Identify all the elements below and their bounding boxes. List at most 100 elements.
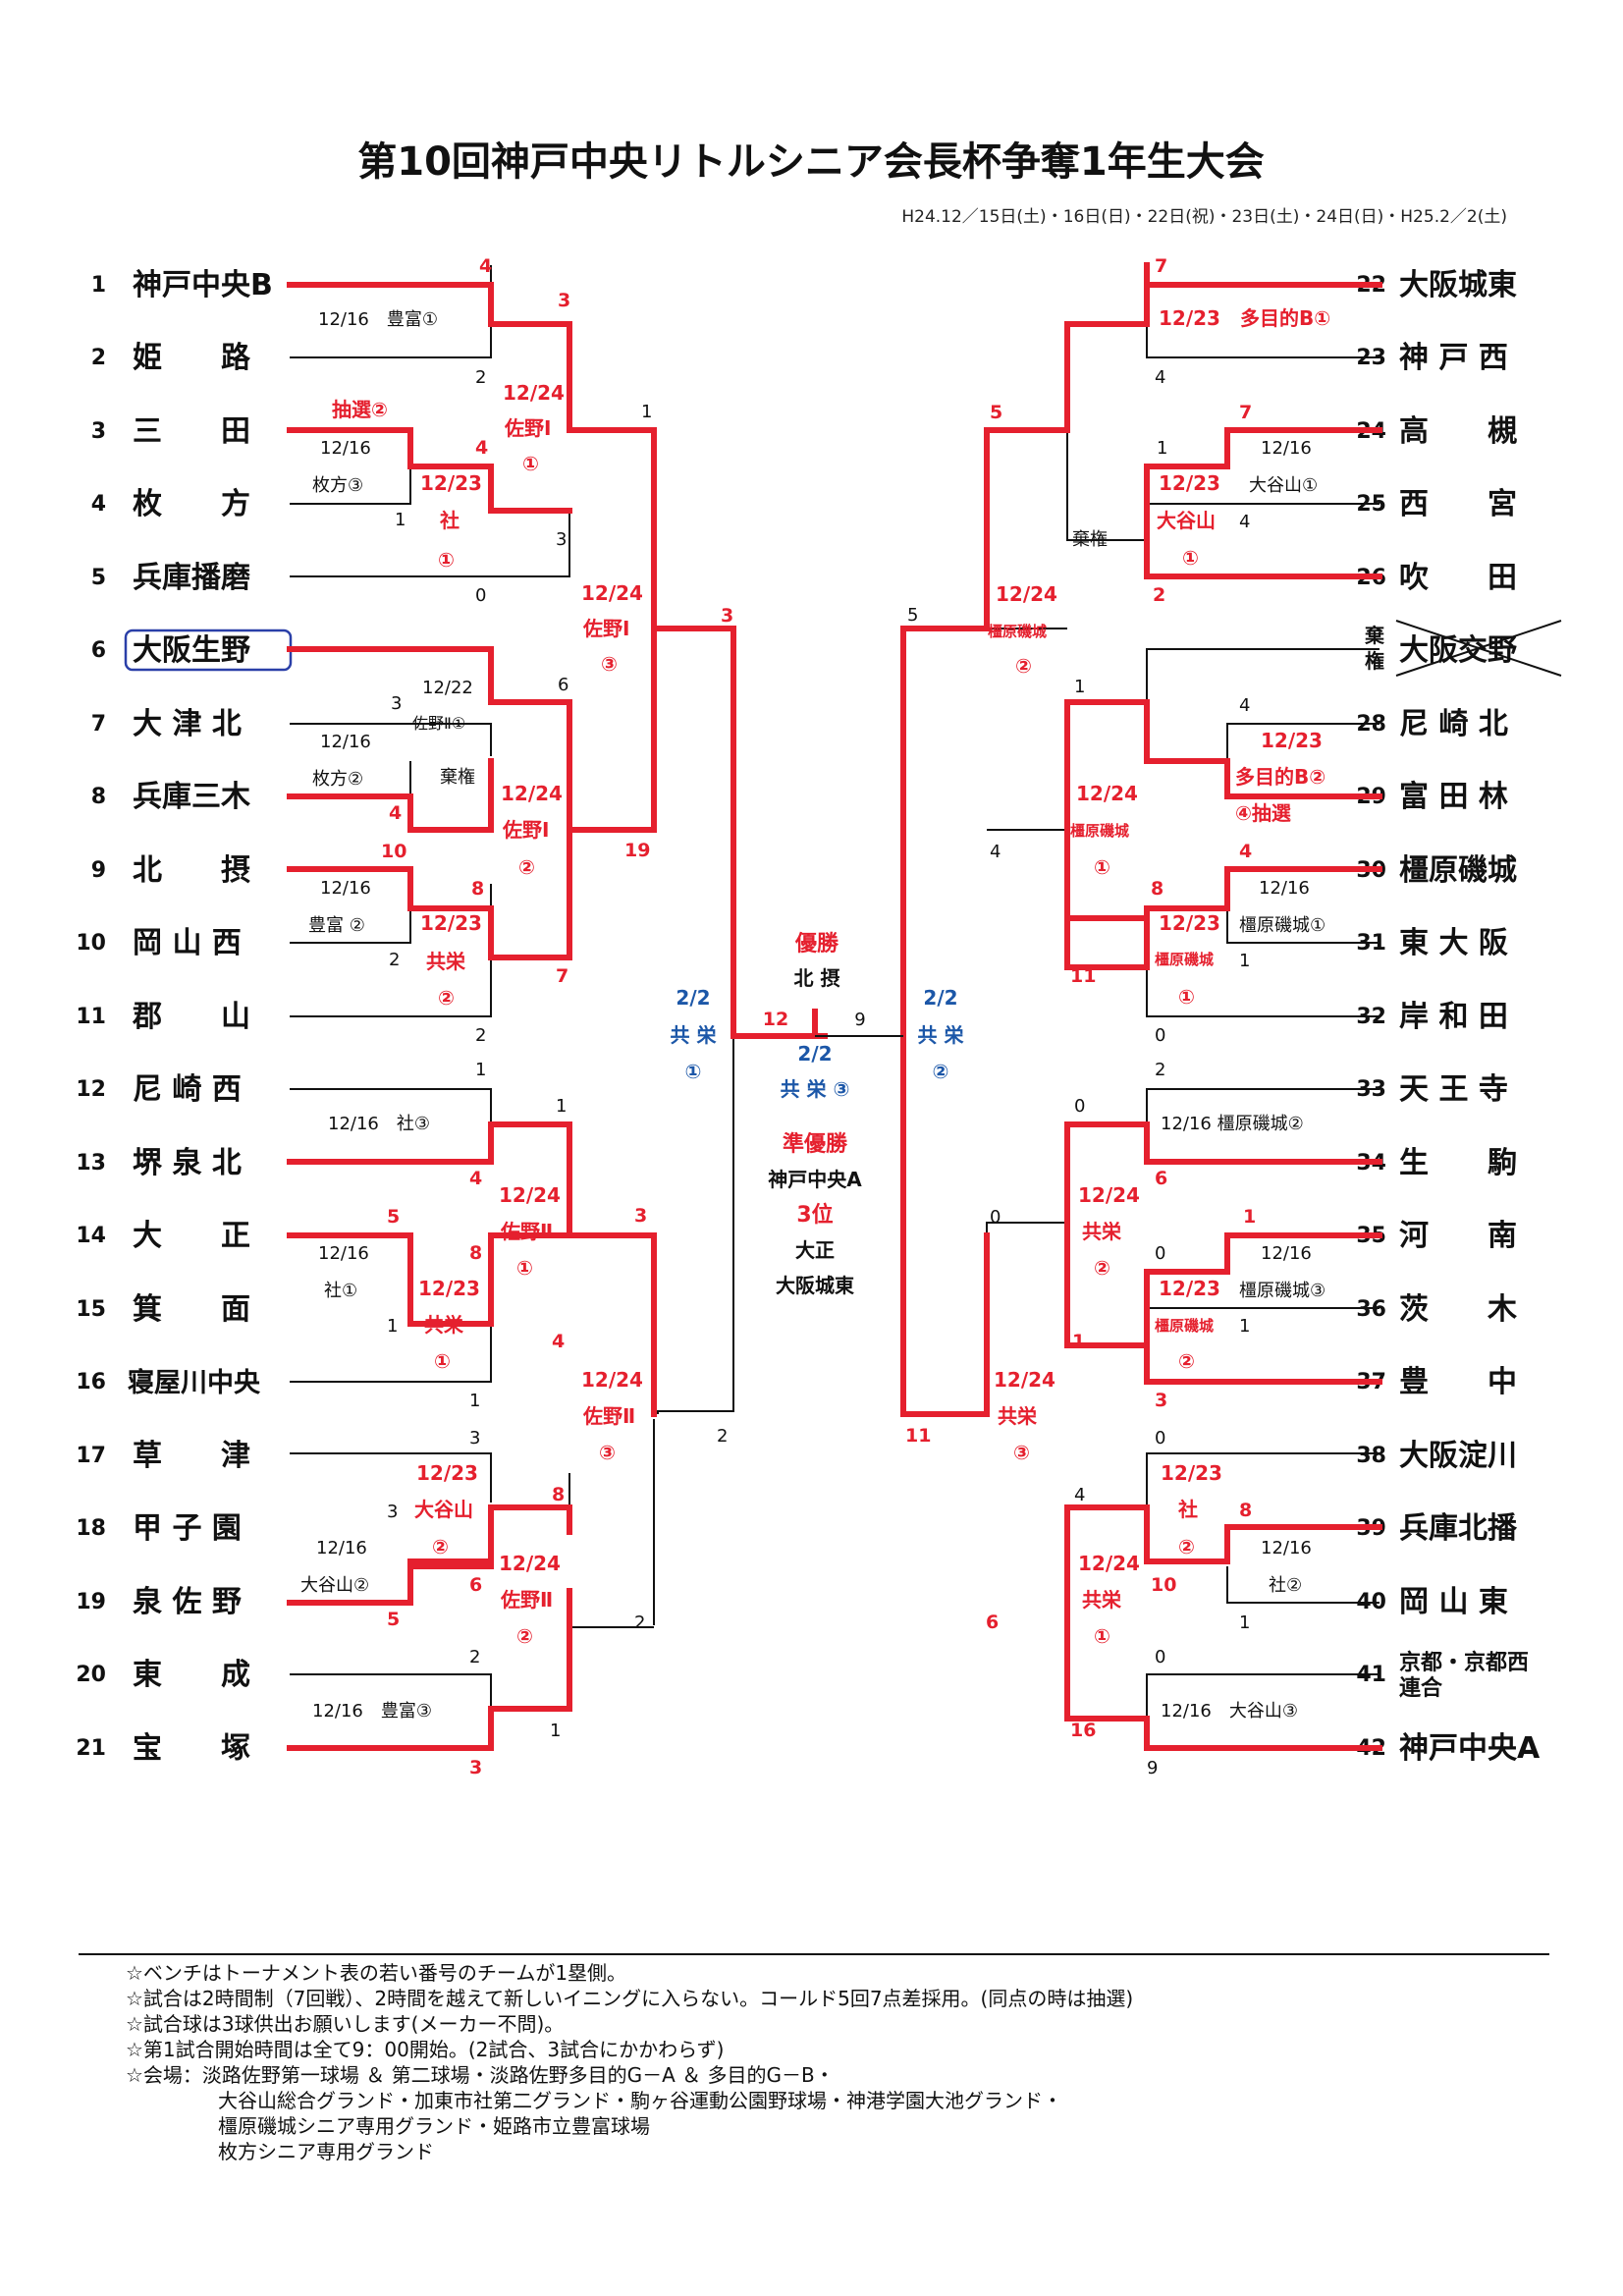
score: 5 — [907, 605, 918, 626]
win-path-1 — [287, 282, 828, 1039]
match-note: 12/24 — [581, 1368, 643, 1392]
match-note: 12/24 — [581, 581, 643, 605]
score: 7 — [1155, 255, 1167, 277]
team-name: 茨 木 — [1399, 1292, 1517, 1327]
score: 4 — [1074, 1485, 1085, 1505]
match-note: ② — [516, 1624, 533, 1648]
final-venue: 共 栄 ③ — [781, 1077, 850, 1101]
score: 11 — [905, 1425, 931, 1447]
team-seed: 36 — [1356, 1297, 1386, 1322]
footer-line: 枚方シニア専用グランド — [218, 2140, 434, 2163]
score: 2 — [1153, 584, 1165, 606]
match-note: 12/24 — [996, 582, 1057, 606]
match-note: 12/22 — [422, 678, 473, 698]
win-path-24 — [1144, 427, 1382, 579]
score: 4 — [1239, 512, 1250, 532]
score: 1 — [1074, 677, 1085, 697]
score: 3 — [558, 290, 570, 311]
score: 3 — [634, 1205, 647, 1227]
match-note: ② — [1015, 654, 1032, 678]
match-note: 棄権 — [440, 767, 475, 788]
match-note: 12/24 — [503, 381, 565, 405]
bracket-line — [1226, 908, 1380, 944]
match-note: 12/16 橿原磯城② — [1161, 1114, 1304, 1134]
score: 4 — [990, 842, 1001, 862]
page-title: 第10回神戸中央リトルシニア会長杯争奪1年生大会 — [357, 139, 1265, 185]
match-note: ② — [438, 986, 455, 1010]
final-bracket — [731, 1009, 903, 1039]
match-note: 12/16 — [320, 878, 371, 899]
team-name: 大阪城東 — [1399, 268, 1517, 302]
footer-line: ☆会場：淡路佐野第一球場 ＆ 第二球場・淡路佐野多目的G－A ＆ 多目的G－B・ — [126, 2063, 835, 2087]
right-bracket-lines — [825, 262, 1382, 1751]
team-name: 岸 和 田 — [1399, 1000, 1508, 1034]
match-note: 橿原磯城 — [1070, 822, 1129, 840]
footer-line: ☆試合球は3球供出お願いします(メーカー不問)。 — [126, 2012, 564, 2036]
win-path-22 — [900, 262, 1382, 1417]
match-note: 佐野Ⅱ — [500, 1588, 553, 1612]
team-seed: 7 — [91, 712, 106, 737]
score: 1 — [469, 1391, 480, 1411]
score: 5 — [387, 1609, 400, 1630]
team-name: 岡 山 東 — [1399, 1585, 1508, 1619]
match-note: 12/23 — [1159, 1277, 1220, 1300]
bracket-line — [1146, 967, 1380, 1017]
win-path-19 — [287, 1563, 494, 1606]
team-name: 箕 面 — [133, 1292, 250, 1327]
team-seed: 8 — [91, 785, 106, 809]
score: 2 — [634, 1613, 645, 1633]
score: 1 — [1239, 1316, 1250, 1337]
score: 6 — [986, 1612, 999, 1633]
footer-line: ☆ベンチはトーナメント表の若い番号のチームが1塁側。 — [126, 1961, 626, 1985]
team-name: 高 槻 — [1399, 414, 1517, 449]
team-name: 東 大 阪 — [1399, 926, 1508, 960]
score: 8 — [552, 1484, 565, 1505]
match-note: 12/23 — [1261, 729, 1323, 752]
final-date: 2/2 — [797, 1042, 832, 1066]
match-note: 12/16 — [318, 1243, 369, 1264]
score: 4 — [1155, 367, 1165, 388]
score: 1 — [1072, 1331, 1085, 1352]
team-name: 豊 中 — [1399, 1365, 1517, 1399]
score: 7 — [1239, 402, 1252, 423]
bracket-line — [653, 1035, 734, 1414]
score: 8 — [469, 1242, 482, 1264]
team-name: 神戸中央A — [1399, 1731, 1541, 1766]
right-match-annotations: 7 12/23 多目的B① 4 5 7 1 12/16 12/23 大谷山① 大… — [905, 255, 1330, 1778]
match-note: 社 — [439, 509, 460, 532]
match-note: 枚方③ — [312, 475, 363, 496]
team-seed: 12 — [76, 1077, 106, 1102]
semi-venue-left: 共 栄 — [671, 1023, 718, 1047]
score: 8 — [471, 878, 484, 900]
score: 16 — [1070, 1720, 1096, 1741]
match-note: ③ — [1013, 1441, 1030, 1464]
score: 3 — [469, 1428, 480, 1449]
win-path-14 — [287, 1232, 572, 1327]
team-name: 三 田 — [133, 414, 250, 449]
team-seed: 2 — [91, 346, 106, 370]
bracket-line — [290, 1324, 492, 1383]
champion-team: 北 摂 — [794, 966, 840, 990]
team-name: 河 南 — [1399, 1219, 1517, 1253]
match-note: 橿原磯城 — [1155, 1317, 1214, 1335]
match-note: 12/16 — [320, 732, 371, 752]
win-path-13 — [287, 1121, 657, 1417]
match-note: ① — [522, 452, 539, 475]
team-name: 甲 子 園 — [133, 1511, 242, 1546]
bracket-line — [1066, 430, 1147, 541]
team-name-withdrawn: 大阪交野 — [1399, 633, 1517, 668]
match-note: 棄権 — [1072, 529, 1108, 550]
team-name: 生 駒 — [1399, 1146, 1517, 1180]
third-place-team: 大阪城東 — [776, 1274, 854, 1297]
match-note: ① — [516, 1256, 533, 1280]
semi-venue-right: 共 栄 — [918, 1023, 965, 1047]
score: 3 — [721, 605, 733, 627]
win-path-21 — [287, 1588, 572, 1751]
match-note: 佐野Ⅰ — [502, 818, 549, 842]
match-note: 共栄 — [424, 1313, 464, 1337]
score: 2 — [389, 950, 400, 970]
match-note: 多目的B② — [1235, 765, 1325, 789]
score: 3 — [1155, 1390, 1167, 1411]
match-note: 枚方② — [312, 769, 363, 790]
